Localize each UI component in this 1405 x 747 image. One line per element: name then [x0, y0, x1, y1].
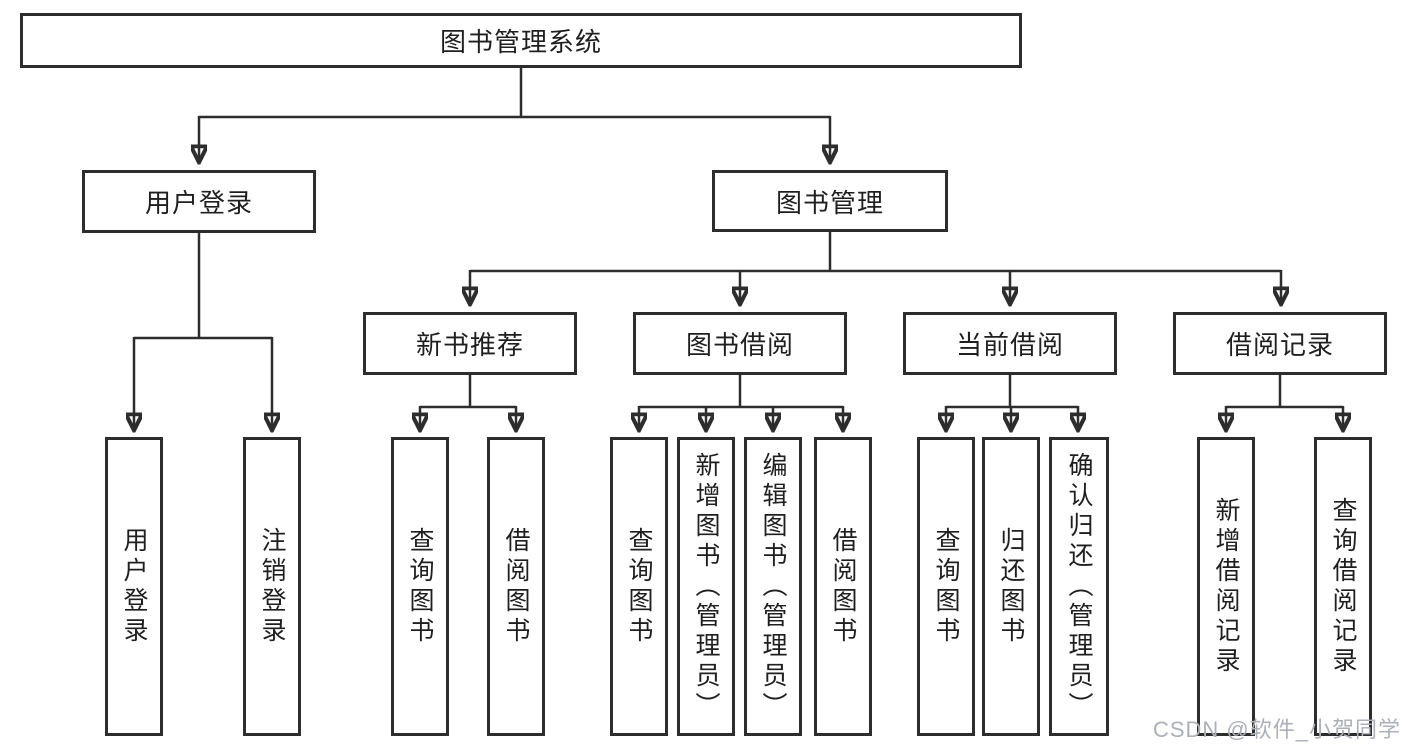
leaf-borrow-query-books-label: 查询图书 [625, 526, 653, 647]
connector-recommend-to-leaves [420, 375, 516, 428]
connector-current-to-leaves [946, 375, 1078, 428]
node-book-borrow-label: 图书借阅 [685, 330, 794, 360]
leaf-current-return-books-label: 归还图书 [997, 526, 1025, 647]
node-current-borrow: 当前借阅 [903, 312, 1117, 375]
connector-book-management-to-level3 [470, 232, 1281, 302]
leaf-recommend-query-books-label: 查询图书 [406, 526, 434, 647]
node-current-borrow-label: 当前借阅 [955, 330, 1064, 360]
connector-user-login-to-leaves [134, 233, 272, 428]
leaf-record-query-borrow-record-label: 查询借阅记录 [1329, 496, 1357, 677]
leaf-current-confirm-return-admin-label: 确认归还（管理员） [1065, 451, 1093, 722]
leaf-recommend-borrow-books-label: 借阅图书 [502, 526, 530, 647]
node-borrow-records: 借阅记录 [1173, 312, 1387, 375]
leaf-user-login-label: 用户登录 [120, 526, 148, 647]
connector-root-to-level2 [199, 68, 830, 160]
connector-borrow-to-leaves [639, 375, 843, 428]
leaf-record-query-borrow-record: 查询借阅记录 [1314, 437, 1372, 736]
leaf-borrow-borrow-books: 借阅图书 [814, 437, 872, 736]
node-root-label: 图书管理系统 [439, 27, 602, 57]
node-book-borrow: 图书借阅 [633, 312, 847, 375]
node-borrow-records-label: 借阅记录 [1225, 330, 1334, 360]
leaf-borrow-edit-books-admin: 编辑图书（管理员） [744, 437, 802, 736]
leaf-logout: 注销登录 [243, 437, 301, 736]
leaf-current-query-books-label: 查询图书 [932, 526, 960, 647]
leaf-borrow-add-books-admin: 新增图书（管理员） [677, 437, 735, 736]
leaf-borrow-query-books: 查询图书 [610, 437, 668, 736]
leaf-current-return-books: 归还图书 [982, 437, 1040, 736]
leaf-borrow-edit-books-admin-label: 编辑图书（管理员） [759, 451, 787, 722]
connector-record-to-leaves [1226, 375, 1343, 428]
leaf-record-add-borrow-record: 新增借阅记录 [1197, 437, 1255, 736]
leaf-logout-label: 注销登录 [258, 526, 286, 647]
leaf-current-query-books: 查询图书 [917, 437, 975, 736]
node-root: 图书管理系统 [20, 13, 1022, 68]
node-new-book-recommend-label: 新书推荐 [415, 330, 524, 360]
leaf-current-confirm-return-admin: 确认归还（管理员） [1049, 437, 1109, 736]
csdn-watermark: CSDN @软件_小贺同学 [1152, 717, 1401, 742]
node-new-book-recommend: 新书推荐 [363, 312, 577, 375]
leaf-recommend-query-books: 查询图书 [391, 437, 449, 736]
node-user-login-label: 用户登录 [144, 188, 253, 218]
node-user-login: 用户登录 [82, 170, 316, 233]
node-book-management-label: 图书管理 [775, 187, 884, 218]
leaf-recommend-borrow-books: 借阅图书 [487, 437, 545, 736]
node-book-management: 图书管理 [712, 170, 948, 232]
leaf-user-login: 用户登录 [105, 437, 163, 736]
leaf-borrow-add-books-admin-label: 新增图书（管理员） [692, 451, 720, 722]
leaf-record-add-borrow-record-label: 新增借阅记录 [1212, 496, 1240, 677]
leaf-borrow-borrow-books-label: 借阅图书 [829, 526, 857, 647]
